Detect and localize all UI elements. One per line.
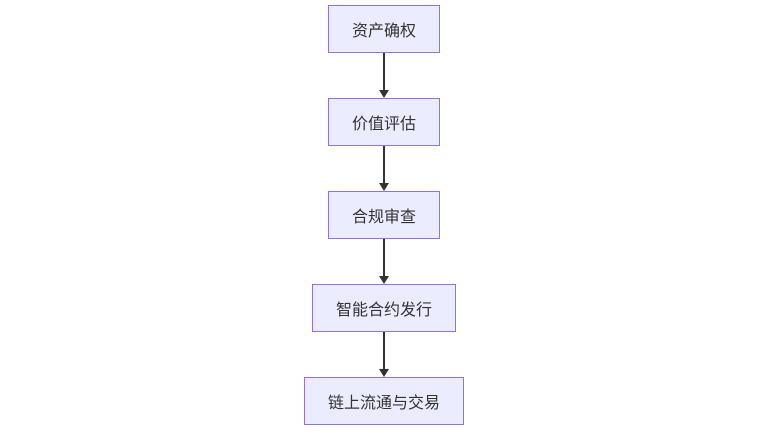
flow-node-label: 链上流通与交易 [327,395,440,412]
edge-b-to-c [379,146,389,191]
arrowhead-down-icon [379,369,389,377]
edge-line [383,53,385,90]
flow-node-compliance-review: 合规审查 [327,191,440,239]
flow-node-onchain-circulation-trading: 链上流通与交易 [303,377,464,425]
arrowhead-down-icon [379,183,389,191]
flow-node-label: 价值评估 [351,116,416,133]
arrowhead-down-icon [379,90,389,98]
edge-line [383,239,385,276]
edge-d-to-e [379,332,389,377]
flow-node-asset-rights-confirmation: 资产确权 [327,5,440,53]
edge-line [383,332,385,369]
flow-node-smart-contract-issuance: 智能合约发行 [311,284,456,332]
flowchart-column: 资产确权 价值评估 合规审查 智能合约发行 链上流通与交易 [0,5,768,425]
edge-line [383,146,385,183]
edge-c-to-d [379,239,389,284]
flow-node-label: 资产确权 [351,23,416,40]
arrowhead-down-icon [379,276,389,284]
flow-node-label: 合规审查 [351,209,416,226]
edge-a-to-b [379,53,389,98]
flow-node-value-assessment: 价值评估 [327,98,440,146]
flow-node-label: 智能合约发行 [335,302,432,319]
